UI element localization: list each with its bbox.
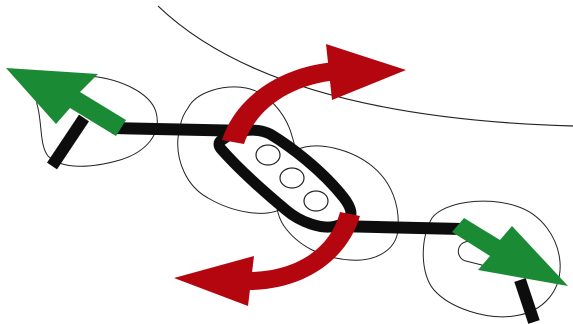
green-arrow-right	[452, 218, 568, 286]
left-short-bar	[47, 114, 89, 170]
slot-circle-3	[303, 190, 329, 212]
thin-arc-curve	[157, 5, 573, 127]
right-long-bar	[335, 220, 463, 235]
green-arrow-left	[6, 68, 126, 136]
slot-circle-1	[255, 144, 281, 166]
right-short-bar	[514, 278, 540, 324]
center-right-blob-outline	[275, 145, 399, 261]
right-blob-outline	[422, 200, 561, 318]
slot-circle-2	[279, 167, 305, 189]
red-arrow-top	[222, 44, 406, 144]
red-arrow-bottom	[174, 212, 360, 306]
